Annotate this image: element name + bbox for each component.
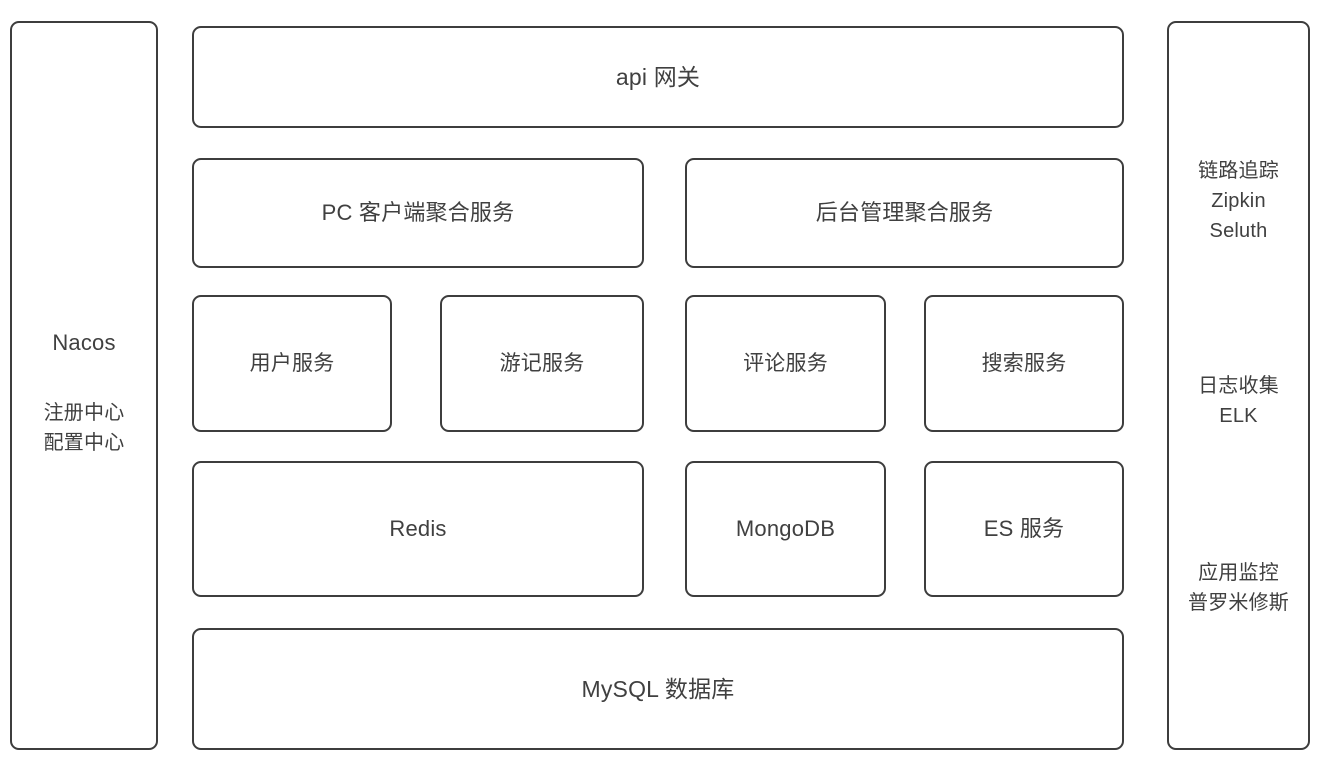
es-service-label: ES 服务 [983, 516, 1065, 542]
logging-label: 日志收集 [1198, 375, 1279, 397]
redis-label: Redis [389, 516, 447, 542]
redis-box[interactable]: Redis [192, 461, 644, 597]
admin-aggregation-service-label: 后台管理聚合服务 [815, 200, 994, 226]
nacos-line-registry: 注册中心 [43, 402, 125, 424]
admin-aggregation-service-box[interactable]: 后台管理聚合服务 [685, 158, 1124, 268]
comment-service-box[interactable]: 评论服务 [685, 295, 886, 432]
comment-service-label: 评论服务 [743, 351, 828, 375]
search-service-label: 搜索服务 [981, 351, 1067, 375]
observability-panel[interactable]: 链路追踪 Zipkin Seluth 日志收集 ELK 应用监控 普罗米修斯 [1167, 21, 1310, 750]
search-service-box[interactable]: 搜索服务 [924, 295, 1124, 432]
mongodb-box[interactable]: MongoDB [685, 461, 886, 597]
mysql-database-box[interactable]: MySQL 数据库 [192, 628, 1124, 750]
monitoring-tool-prometheus: 普罗米修斯 [1188, 592, 1289, 614]
pc-client-aggregation-service-label: PC 客户端聚合服务 [321, 200, 515, 226]
monitoring-group: 应用监控 普罗米修斯 [1169, 558, 1308, 618]
mongodb-label: MongoDB [735, 516, 836, 542]
api-gateway-label: api 网关 [615, 63, 701, 90]
nacos-subtitle: 注册中心 配置中心 [12, 398, 156, 458]
nacos-title: Nacos [52, 330, 116, 355]
travel-note-service-box[interactable]: 游记服务 [440, 295, 644, 432]
pc-client-aggregation-service-box[interactable]: PC 客户端聚合服务 [192, 158, 644, 268]
api-gateway-box[interactable]: api 网关 [192, 26, 1124, 128]
travel-note-service-label: 游记服务 [499, 351, 585, 375]
tracing-tool-seluth: Seluth [1209, 220, 1268, 242]
tracing-group: 链路追踪 Zipkin Seluth [1169, 156, 1308, 246]
tracing-tool-zipkin: Zipkin [1211, 190, 1266, 212]
monitoring-label: 应用监控 [1198, 562, 1279, 584]
logging-tool-elk: ELK [1219, 405, 1258, 427]
user-service-label: 用户服务 [249, 351, 335, 375]
mysql-database-label: MySQL 数据库 [581, 675, 735, 702]
tracing-label: 链路追踪 [1198, 160, 1279, 182]
es-service-box[interactable]: ES 服务 [924, 461, 1124, 597]
logging-group: 日志收集 ELK [1169, 371, 1308, 431]
nacos-line-config: 配置中心 [43, 432, 125, 454]
user-service-box[interactable]: 用户服务 [192, 295, 392, 432]
nacos-panel[interactable]: Nacos 注册中心 配置中心 [10, 21, 158, 750]
